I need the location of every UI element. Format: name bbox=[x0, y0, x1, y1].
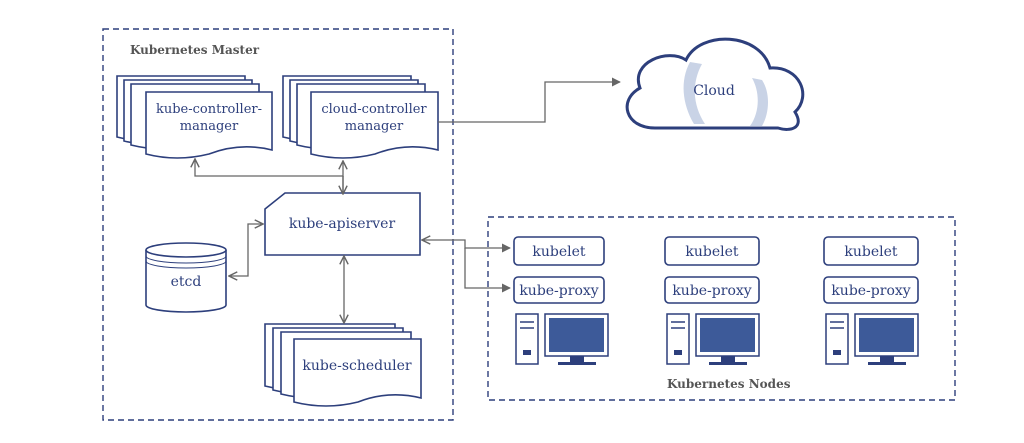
kcm-label-line1: kube-controller- bbox=[156, 102, 262, 117]
node-2: kubelet kube-proxy bbox=[664, 236, 760, 365]
node-3-kubelet-label: kubelet bbox=[844, 244, 898, 260]
kube-apiserver: kube-apiserver bbox=[264, 192, 421, 256]
node-2-computer-icon bbox=[666, 313, 760, 365]
connectors bbox=[195, 77, 621, 322]
etcd-label: etcd bbox=[171, 274, 202, 290]
node-2-kubelet-label: kubelet bbox=[685, 244, 739, 260]
ccm-label-line2: manager bbox=[345, 119, 404, 134]
nodes-title: Kubernetes Nodes bbox=[667, 377, 791, 391]
node-2-kube-proxy-label: kube-proxy bbox=[672, 283, 751, 299]
node-1-kube-proxy bbox=[513, 276, 605, 304]
ccm-label-line1: cloud-controller bbox=[321, 102, 427, 117]
node-1-computer-icon bbox=[515, 313, 609, 365]
node-3-computer-icon bbox=[825, 313, 919, 365]
node-1-kubelet-label: kubelet bbox=[532, 244, 586, 260]
cloud: Cloud bbox=[625, 37, 805, 131]
node-3: kubelet kube-proxy bbox=[823, 236, 919, 365]
cloud-controller-manager: cloud-controller manager bbox=[282, 75, 439, 159]
nodes-frame bbox=[487, 216, 956, 401]
kube-scheduler: kube-scheduler bbox=[264, 323, 422, 407]
node-2-kubelet bbox=[664, 236, 760, 266]
node-3-kube-proxy bbox=[823, 276, 919, 304]
scheduler-label: kube-scheduler bbox=[302, 358, 412, 374]
node-1-kube-proxy-label: kube-proxy bbox=[519, 283, 598, 299]
node-1-kubelet bbox=[513, 236, 605, 266]
node-3-kubelet bbox=[823, 236, 919, 266]
apiserver-label: kube-apiserver bbox=[289, 216, 396, 232]
etcd-database: etcd bbox=[145, 242, 227, 313]
node-1: kubelet kube-proxy bbox=[513, 236, 609, 365]
node-3-kube-proxy-label: kube-proxy bbox=[831, 283, 910, 299]
node-2-kube-proxy bbox=[664, 276, 760, 304]
kcm-label-line2: manager bbox=[180, 119, 239, 134]
cloud-label: Cloud bbox=[693, 83, 735, 99]
kube-controller-manager: kube-controller- manager bbox=[116, 75, 273, 159]
master-frame bbox=[102, 28, 454, 421]
master-title: Kubernetes Master bbox=[130, 43, 260, 57]
